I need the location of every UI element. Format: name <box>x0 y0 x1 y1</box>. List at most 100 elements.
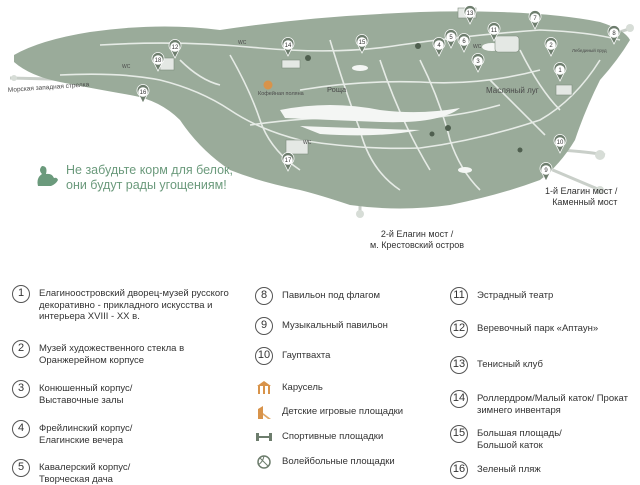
legend-label: Кавалерский корпус/ Творческая дача <box>39 462 131 485</box>
squirrel-icon <box>37 166 58 186</box>
legend-item-2: 2 Музей художественного стекла в Оранжер… <box>12 340 242 366</box>
road-end-dots <box>11 24 634 218</box>
legend-item-16: 16 Зеленый пляж <box>450 461 635 479</box>
pin-number: 6 <box>462 39 466 45</box>
pin-16: 16 <box>136 84 150 104</box>
pin-number: 7 <box>533 16 537 22</box>
legend-item-sports: Спортивные площадки <box>255 429 445 445</box>
legend-number: 3 <box>12 380 30 398</box>
pin-badge <box>283 40 293 50</box>
legend-label: Павильон под флагом <box>282 290 381 301</box>
pin-5: 5 <box>444 29 458 49</box>
legend-number: 2 <box>12 340 30 358</box>
svg-text:WC: WC <box>238 40 247 46</box>
pin-8: 8 <box>607 25 621 45</box>
bridge-2-line-2: м. Крестовский остров <box>370 240 465 250</box>
legend-label: Эстрадный театр <box>477 290 554 301</box>
legend-label: Карусель <box>282 382 323 393</box>
pin-number: 13 <box>467 11 474 17</box>
pin-badge <box>530 13 540 23</box>
pin-1: 1 <box>553 62 567 82</box>
legend-item-12: 12 Веревочный парк «Аптаун» <box>450 320 635 338</box>
note-line-2: они будут рады угощениям! <box>66 178 227 192</box>
pin-number: 14 <box>285 43 292 49</box>
bridge-2-line-1: 2-й Елагин мост / <box>380 229 454 239</box>
ponds <box>280 43 502 173</box>
coffee-meadow-label: Кофейная поляна <box>258 90 305 97</box>
legend-label: Музыкальный павильон <box>282 320 388 331</box>
pin-9: 9 <box>539 162 553 182</box>
legend-label: Фрейлинский корпус/ Елагинские вечера <box>39 423 133 446</box>
pin-badge <box>138 87 148 97</box>
legend-item-3: 3 Конюшенный корпус/ Выставочные залы <box>12 380 242 406</box>
pin-17: 17 <box>281 152 295 172</box>
pin-11: 11 <box>487 22 501 42</box>
pin-number: 11 <box>491 28 498 34</box>
legend-item-5: 5 Кавалерский корпус/ Творческая дача <box>12 459 242 485</box>
legend-label: Большая площадь/ Большой каток <box>477 428 562 451</box>
pin-number: 9 <box>544 168 548 174</box>
pin-6: 6 <box>457 33 471 53</box>
pin-number: 10 <box>557 140 564 146</box>
carousel-icon <box>257 381 271 394</box>
legend-label: Волейбольные площадки <box>282 456 395 467</box>
squirrel-marks <box>305 43 523 153</box>
legend-label: Зеленый пляж <box>477 464 541 475</box>
swan-pond-label: Лебединый пруд <box>572 47 607 53</box>
note-line-1: Не забудьте корм для белок, <box>66 163 233 177</box>
legend-item-4: 4 Фрейлинский корпус/ Елагинские вечера <box>12 420 242 446</box>
pin-badge <box>283 155 293 165</box>
pin-18: 18 <box>151 52 165 72</box>
coffee-icon <box>263 80 273 90</box>
legend-label: Тенисный клуб <box>477 359 543 370</box>
wc-markers: WC WC WC WC <box>122 40 482 146</box>
pin-number: 17 <box>285 158 292 164</box>
bridge-1-label: 1-й Елагин мост / Каменный мост <box>545 186 617 208</box>
legend-number: 16 <box>450 461 468 479</box>
legend-number: 12 <box>450 320 468 338</box>
pin-number: 2 <box>549 43 553 49</box>
pin-badge <box>434 40 444 50</box>
legend-label: Музей художественного стекла в Оранжерей… <box>39 343 185 366</box>
pin-number: 5 <box>449 35 453 41</box>
legend-label: Спортивные площадки <box>282 431 384 442</box>
legend-item-carousel: Карусель <box>255 380 445 396</box>
pin-badge <box>473 56 483 66</box>
pin-badge <box>170 42 180 52</box>
legend-label: Детские игровые площадки <box>282 406 404 417</box>
pin-badge <box>465 8 475 18</box>
legend-number: 8 <box>255 287 273 305</box>
maslyany-lug-label: Масляный луг <box>486 86 539 95</box>
legend-item-1: 1 Елагиноостровский дворец-музей русског… <box>12 285 242 323</box>
legend-item-8: 8 Павильон под флагом <box>255 287 445 305</box>
pin-badge <box>609 28 619 38</box>
pin-badge <box>555 137 565 147</box>
pin-10: 10 <box>553 134 567 154</box>
legend-number: 10 <box>255 347 273 365</box>
pin-number: 18 <box>155 58 162 64</box>
pin-badge <box>153 55 163 65</box>
pin-15: 15 <box>355 34 369 54</box>
legend-label: Елагиноостровский дворец-музей русского … <box>39 288 229 322</box>
legend-item-15: 15 Большая площадь/ Большой каток <box>450 425 635 451</box>
legend-number: 9 <box>255 317 273 335</box>
legend-number: 13 <box>450 356 468 374</box>
legend-number: 11 <box>450 287 468 305</box>
pin-number: 4 <box>437 43 441 49</box>
pin-badge <box>541 165 551 175</box>
bridge-2-label: 2-й Елагин мост / м. Крестовский остров <box>370 229 464 251</box>
pin-number: 16 <box>140 90 147 96</box>
pin-7: 7 <box>528 10 542 30</box>
legend-item-9: 9 Музыкальный павильон <box>255 317 445 335</box>
squirrel-note: Не забудьте корм для белок, они будут ра… <box>66 163 233 193</box>
legend-number: 4 <box>12 420 30 438</box>
legend-item-14: 14 Роллердром/Малый каток/ Прокат зимнег… <box>450 390 635 416</box>
sports-icon <box>256 433 272 441</box>
legend-label: Конюшенный корпус/ Выставочные залы <box>39 383 133 406</box>
roshcha-label: Роща <box>327 85 347 94</box>
pin-number: 15 <box>359 40 366 46</box>
pin-number: 3 <box>476 59 480 65</box>
legend-label: Веревочный парк «Аптаун» <box>477 323 599 334</box>
pin-badge <box>555 65 565 75</box>
legend-label: Гауптвахта <box>282 350 331 361</box>
